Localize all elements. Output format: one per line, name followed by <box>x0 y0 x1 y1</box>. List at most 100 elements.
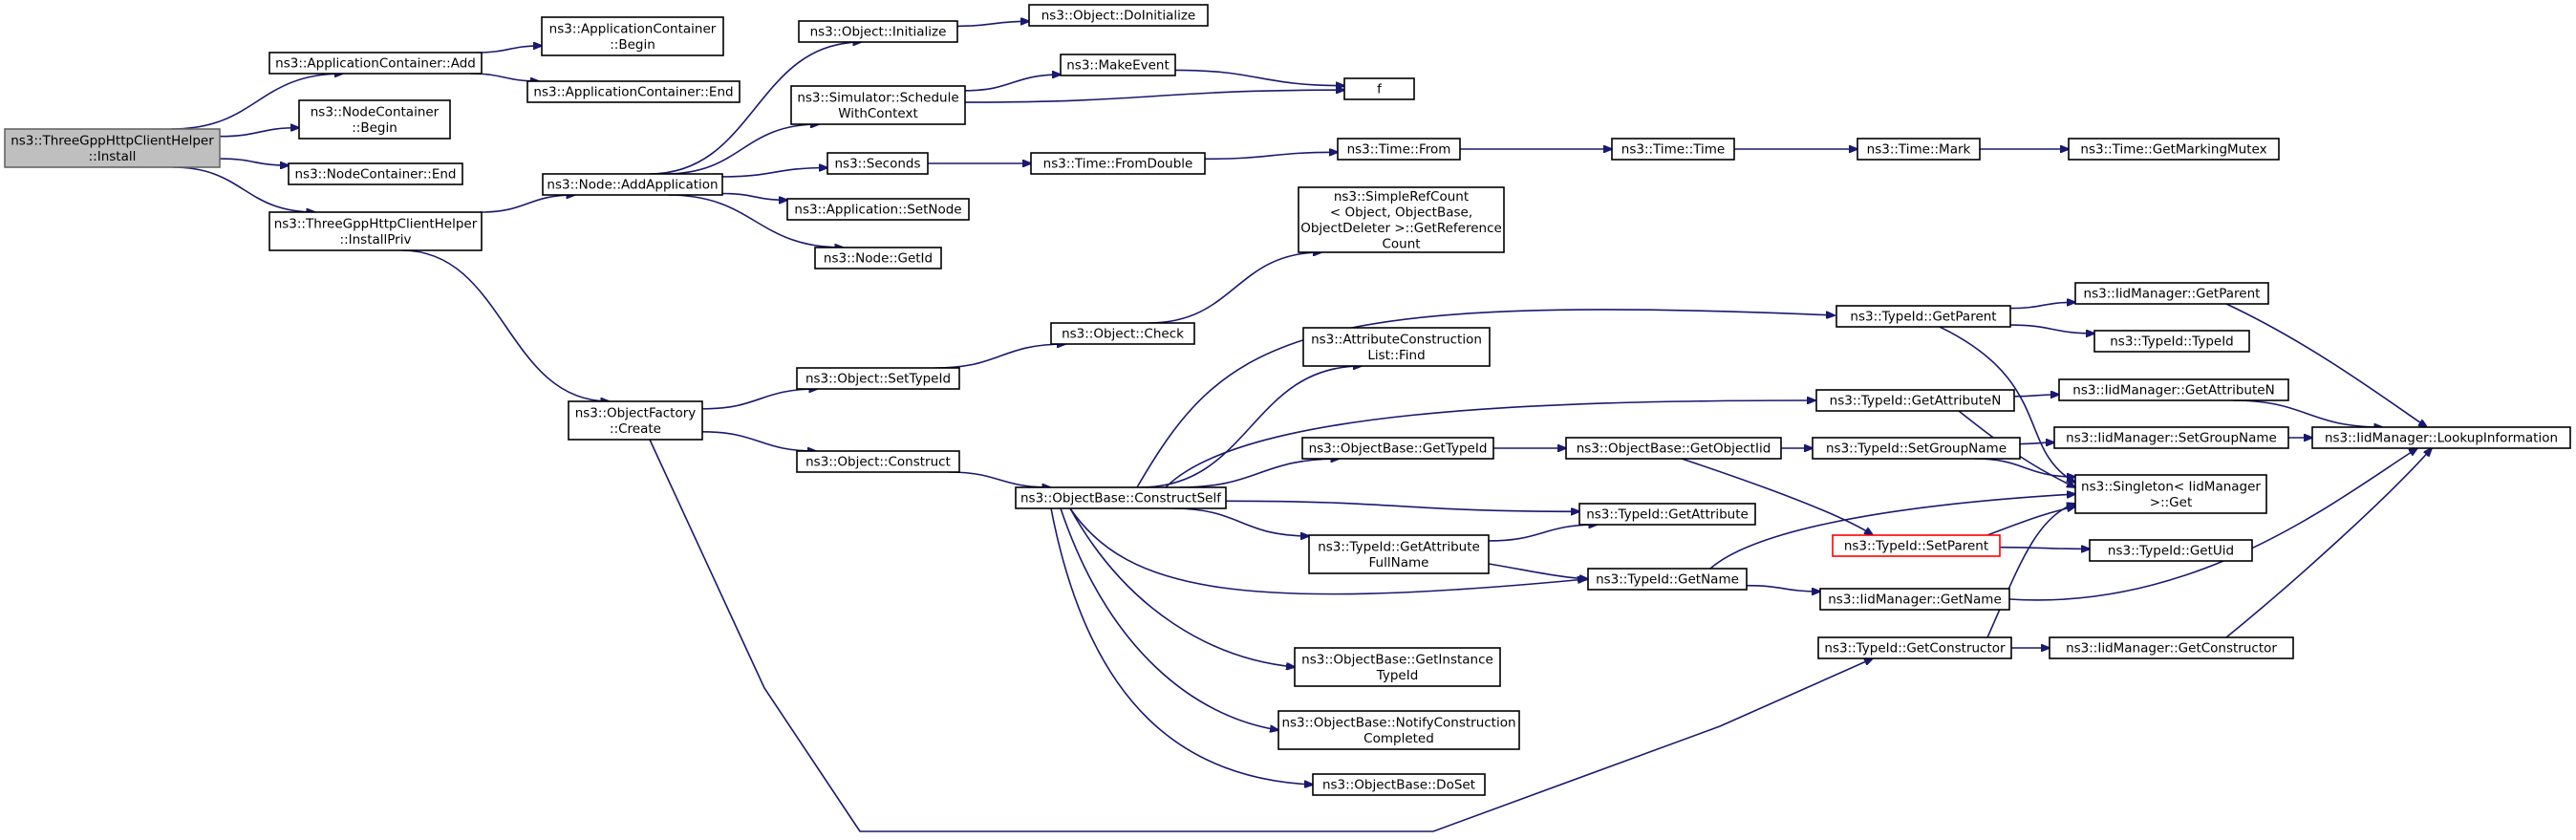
node-simpleRefCount[interactable]: ns3::SimpleRefCount< Object, ObjectBase,… <box>1298 186 1505 253</box>
node-box[interactable] <box>526 80 741 103</box>
node-box[interactable] <box>298 99 451 140</box>
node-box[interactable] <box>2311 426 2571 449</box>
node-typeIdGetAttribute[interactable]: ns3::TypeId::GetAttribute <box>1578 503 1756 526</box>
node-box[interactable] <box>1815 389 2015 412</box>
node-box[interactable] <box>1050 322 1195 345</box>
node-box[interactable] <box>1565 437 1782 460</box>
node-constructSelf[interactable]: ns3::ObjectBase::ConstructSelf <box>1015 486 1227 509</box>
node-box[interactable] <box>1277 710 1520 750</box>
node-box[interactable] <box>541 16 724 56</box>
node-box[interactable] <box>1819 588 2010 611</box>
node-box[interactable] <box>2074 474 2267 514</box>
node-makeEvent[interactable]: ns3::MakeEvent <box>1060 54 1176 76</box>
node-getObjectIid[interactable]: ns3::ObjectBase::GetObjectIid <box>1565 437 1782 460</box>
node-iidGetConstructor[interactable]: ns3::IidManager::GetConstructor <box>2049 636 2294 659</box>
node-box[interactable] <box>2058 378 2289 401</box>
node-box[interactable] <box>1337 138 1461 161</box>
node-notifyConstructionCompleted[interactable]: ns3::ObjectBase::NotifyConstructionCompl… <box>1277 710 1520 750</box>
node-box[interactable] <box>2068 138 2280 161</box>
node-box[interactable] <box>1611 138 1735 161</box>
node-box[interactable] <box>1343 77 1415 100</box>
node-typeIdGetUid[interactable]: ns3::TypeId::GetUid <box>2089 539 2253 562</box>
node-box[interactable] <box>542 173 723 196</box>
node-iidLookupInformation[interactable]: ns3::IidManager::LookupInformation <box>2311 426 2571 449</box>
node-box[interactable] <box>1817 636 2012 659</box>
node-typeIdGetConstructor[interactable]: ns3::TypeId::GetConstructor <box>1817 636 2012 659</box>
node-seconds[interactable]: ns3::Seconds <box>826 152 929 175</box>
node-iidGetName[interactable]: ns3::IidManager::GetName <box>1819 588 2010 611</box>
node-box[interactable] <box>1312 773 1486 796</box>
node-singletonGet[interactable]: ns3::Singleton< IidManager >::Get <box>2074 474 2267 514</box>
node-objSetTypeId[interactable]: ns3::Object::SetTypeId <box>796 367 960 390</box>
node-box[interactable] <box>2089 539 2253 562</box>
node-objBaseGetTypeId[interactable]: ns3::ObjectBase::GetTypeId <box>1301 437 1494 460</box>
node-doInitialize[interactable]: ns3::Object::DoInitialize <box>1028 4 1209 27</box>
node-box[interactable] <box>268 52 483 75</box>
node-box[interactable] <box>1060 54 1176 76</box>
node-typeIdSetGroupName[interactable]: ns3::TypeId::SetGroupName <box>1812 437 2021 460</box>
node-installPriv[interactable]: ns3::ThreeGppHttpClientHelper::InstallPr… <box>268 211 483 251</box>
node-box[interactable] <box>796 367 960 390</box>
node-box[interactable] <box>1835 305 2011 328</box>
node-iidGetParent[interactable]: ns3::IidManager::GetParent <box>2074 282 2269 305</box>
node-root[interactable]: ns3::ThreeGppHttpClientHelper::Install <box>4 128 221 168</box>
node-iidSetGroupName[interactable]: ns3::IidManager::SetGroupName <box>2053 426 2289 449</box>
node-box[interactable] <box>796 450 960 473</box>
node-box[interactable] <box>798 20 958 43</box>
node-iidGetAttributeN[interactable]: ns3::IidManager::GetAttributeN <box>2058 378 2289 401</box>
node-box[interactable] <box>1857 138 1981 161</box>
node-box[interactable] <box>1578 503 1756 526</box>
node-objConstruct[interactable]: ns3::Object::Construct <box>796 450 960 473</box>
node-objCheck[interactable]: ns3::Object::Check <box>1050 322 1195 345</box>
node-box[interactable] <box>1298 186 1505 253</box>
node-nodeBegin[interactable]: ns3::NodeContainer::Begin <box>298 99 451 140</box>
node-timeFromDouble[interactable]: ns3::Time::FromDouble <box>1030 152 1206 175</box>
node-box[interactable] <box>1015 486 1227 509</box>
node-typeIdGetParent[interactable]: ns3::TypeId::GetParent <box>1835 305 2011 328</box>
node-appBegin[interactable]: ns3::ApplicationContainer::Begin <box>541 16 724 56</box>
node-f[interactable]: f <box>1343 77 1415 100</box>
node-box[interactable] <box>1832 534 2001 557</box>
node-box[interactable] <box>1302 327 1491 367</box>
node-timeMark[interactable]: ns3::Time::Mark <box>1857 138 1981 161</box>
node-box[interactable] <box>2049 636 2294 659</box>
node-typeIdTypeId[interactable]: ns3::TypeId::TypeId <box>2093 330 2250 353</box>
node-box[interactable] <box>1294 647 1501 687</box>
node-box[interactable] <box>2074 282 2269 305</box>
node-timeTime[interactable]: ns3::Time::Time <box>1611 138 1735 161</box>
node-typeIdSetParent[interactable]: ns3::TypeId::SetParent <box>1832 534 2001 557</box>
node-timeFrom[interactable]: ns3::Time::From <box>1337 138 1461 161</box>
node-objInitialize[interactable]: ns3::Object::Initialize <box>798 20 958 43</box>
node-doSet[interactable]: ns3::ObjectBase::DoSet <box>1312 773 1486 796</box>
node-appEnd[interactable]: ns3::ApplicationContainer::End <box>526 80 741 103</box>
node-objFactoryCreate[interactable]: ns3::ObjectFactory::Create <box>568 400 703 441</box>
node-typeIdGetAttributeN[interactable]: ns3::TypeId::GetAttributeN <box>1815 389 2015 412</box>
node-box[interactable] <box>568 400 703 441</box>
node-nodeGetId[interactable]: ns3::Node::GetId <box>814 247 942 269</box>
node-appAdd[interactable]: ns3::ApplicationContainer::Add <box>268 52 483 75</box>
node-box[interactable] <box>268 211 483 251</box>
node-typeIdGetName[interactable]: ns3::TypeId::GetName <box>1587 568 1748 591</box>
node-box[interactable] <box>2053 426 2289 449</box>
node-appSetNode[interactable]: ns3::Application::SetNode <box>786 198 970 221</box>
node-box[interactable] <box>786 198 970 221</box>
node-box[interactable] <box>288 162 463 185</box>
node-box[interactable] <box>2093 330 2250 353</box>
node-box[interactable] <box>814 247 942 269</box>
node-box[interactable] <box>1301 437 1494 460</box>
node-nodeEnd[interactable]: ns3::NodeContainer::End <box>288 162 463 185</box>
node-box[interactable] <box>4 128 221 168</box>
node-box[interactable] <box>1587 568 1748 591</box>
node-getMarkingMutex[interactable]: ns3::Time::GetMarkingMutex <box>2068 138 2280 161</box>
node-addApplication[interactable]: ns3::Node::AddApplication <box>542 173 723 196</box>
node-box[interactable] <box>1028 4 1209 27</box>
node-box[interactable] <box>1030 152 1206 175</box>
node-box[interactable] <box>790 85 966 125</box>
node-box[interactable] <box>826 152 929 175</box>
node-box[interactable] <box>1308 534 1490 574</box>
node-box[interactable] <box>1812 437 2021 460</box>
